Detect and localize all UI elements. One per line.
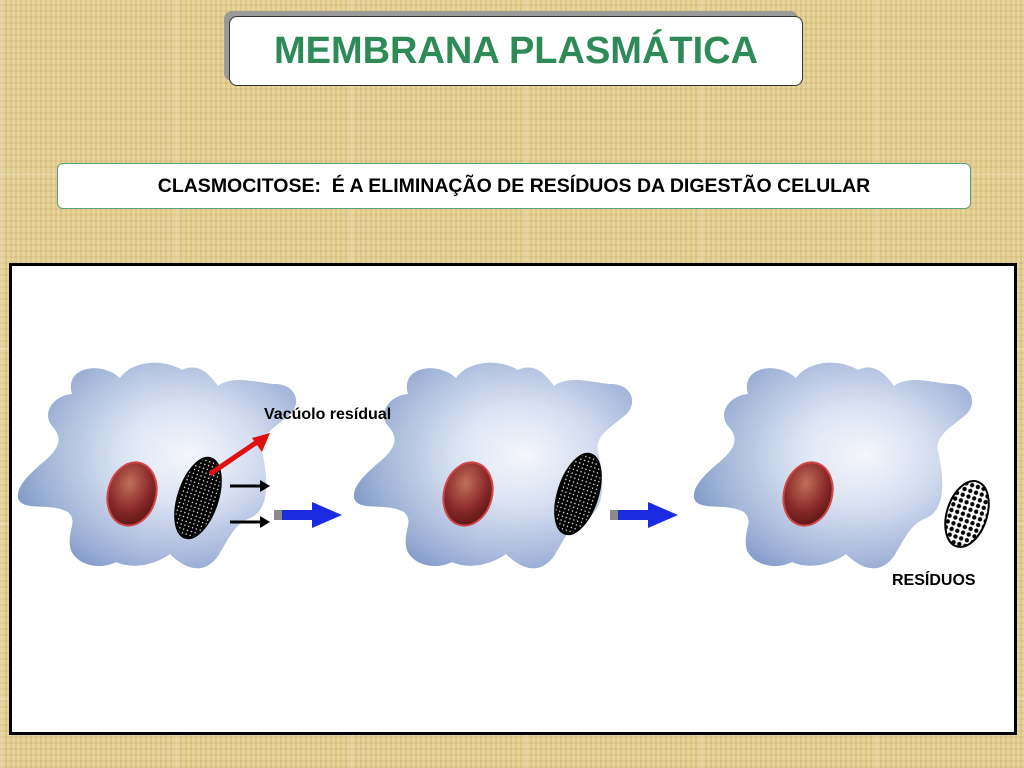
- cell-2-vacuole: [554, 452, 602, 536]
- cell-2-nucleus: [442, 461, 494, 527]
- slide-title-box: MEMBRANA PLASMÁTICA: [229, 16, 803, 86]
- red-arrowhead: [252, 433, 270, 452]
- black-arrowhead-lower: [260, 516, 270, 528]
- black-arrowhead-upper: [260, 480, 270, 492]
- diagram-panel: Vacúolo resídual RESÍDUOS: [9, 263, 1017, 735]
- cell-2: [353, 362, 633, 569]
- cell-1-nucleus: [106, 461, 158, 527]
- subtitle: CLASMOCITOSE: É A ELIMINAÇÃO DE RESÍDUOS…: [157, 174, 871, 197]
- cell-1-vacuole: [174, 456, 222, 540]
- subtitle-box: CLASMOCITOSE: É A ELIMINAÇÃO DE RESÍDUOS…: [57, 163, 971, 209]
- cell-3: [693, 362, 973, 569]
- vacuole-label: Vacúolo resídual: [264, 406, 392, 423]
- blue-arrow-2: [610, 502, 678, 528]
- residues-label: RESÍDUOS: [892, 572, 976, 589]
- cell-1-cytoplasm: [17, 362, 297, 569]
- red-arrow-line: [208, 437, 262, 477]
- cell-3-cytoplasm: [693, 362, 973, 569]
- blue-arrow-1: [274, 502, 342, 528]
- expelled-residues: [944, 480, 990, 548]
- cell-1: [17, 362, 297, 569]
- cell-3-nucleus: [782, 461, 834, 527]
- clasmocytosis-illustration: [17, 362, 990, 569]
- slide-title: MEMBRANA PLASMÁTICA: [273, 29, 759, 72]
